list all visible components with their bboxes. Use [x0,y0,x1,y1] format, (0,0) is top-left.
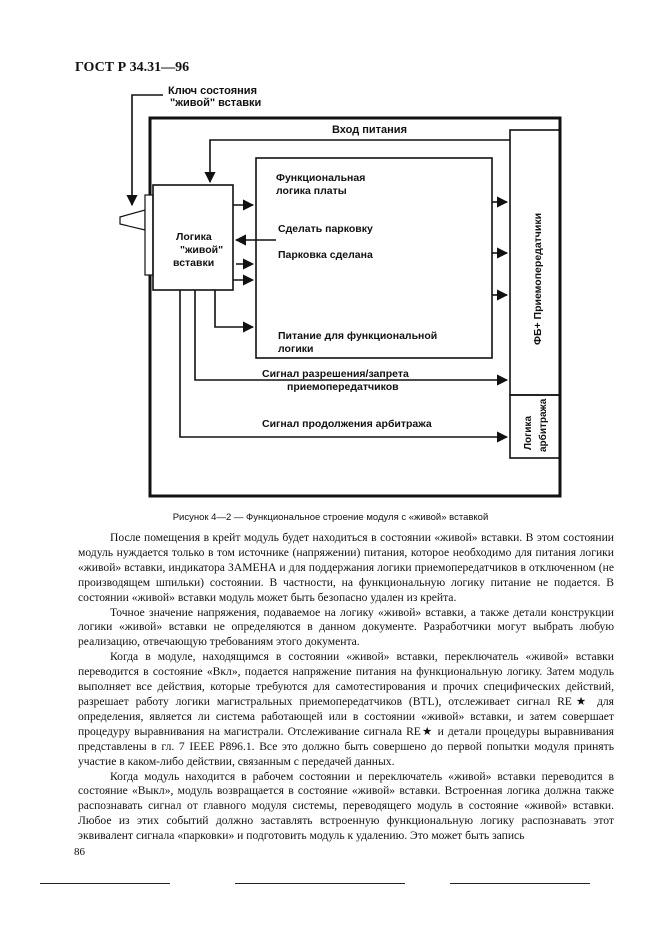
make-parking-label: Сделать парковку [278,223,373,235]
key-state-label-line2: "живой" вставки [170,97,261,109]
power-input-arrow [204,139,510,184]
arbitration-logic-block [509,394,561,459]
functional-logic-block [255,157,493,359]
paragraph: После помещения в крейт модуль будет нах… [78,531,614,604]
functional-structure-diagram: Ключ состояния "живой" вставки Логика "ж… [119,85,562,498]
enable-signal-label-2: приемопередатчиков [287,381,399,393]
live-logic-label-3: вставки [173,257,214,269]
parking-done-label: Парковка сделана [278,249,373,261]
key-switch-body [144,194,154,276]
live-logic-label-2: "живой" [180,244,223,256]
arb-signal-label: Сигнал продолжения арбитража [262,418,432,430]
document-header: ГОСТ Р 34.31—96 [75,60,190,75]
power-func-label-2: логики [278,343,313,355]
paragraph: Когда в модуле, находящимся в состоянии … [78,650,614,768]
arb-logic-label-2: арбитража [537,398,549,452]
live-insertion-logic-block [152,184,234,291]
fb-transceivers-label: ФБ+ Приемопередатчики [532,213,544,345]
live-logic-label-1: Логика [176,231,212,243]
enable-signal-label-1: Сигнал разрешения/запрета [262,368,409,380]
enable-signal-arrow [194,290,509,386]
paragraph: Точное значение напряжения, подаваемое н… [78,605,614,649]
page-number: 86 [74,846,85,858]
func-logic-label-2: логика платы [276,185,347,197]
power-func-arrow [214,290,255,333]
figure-caption: Рисунок 4—2 — Функциональное строение мо… [172,512,489,523]
power-input-label: Вход питания [332,124,407,136]
footer-rule-left [40,883,170,884]
key-switch-icon [119,209,146,231]
arb-logic-label-1: Логика [523,416,534,450]
arb-signal-arrow [179,290,509,443]
footer-rule-right [450,883,590,884]
footer-rule-middle [235,883,405,884]
func-logic-label-1: Функциональная [276,172,365,184]
power-func-label-1: Питание для функциональной [278,330,437,342]
paragraph: Когда модуль находится в рабочем состоян… [78,769,614,843]
body-text: После помещения в крейт модуль будет нах… [78,531,614,844]
key-state-arrow [126,94,163,207]
key-state-label-line1: Ключ состояния [168,85,257,97]
